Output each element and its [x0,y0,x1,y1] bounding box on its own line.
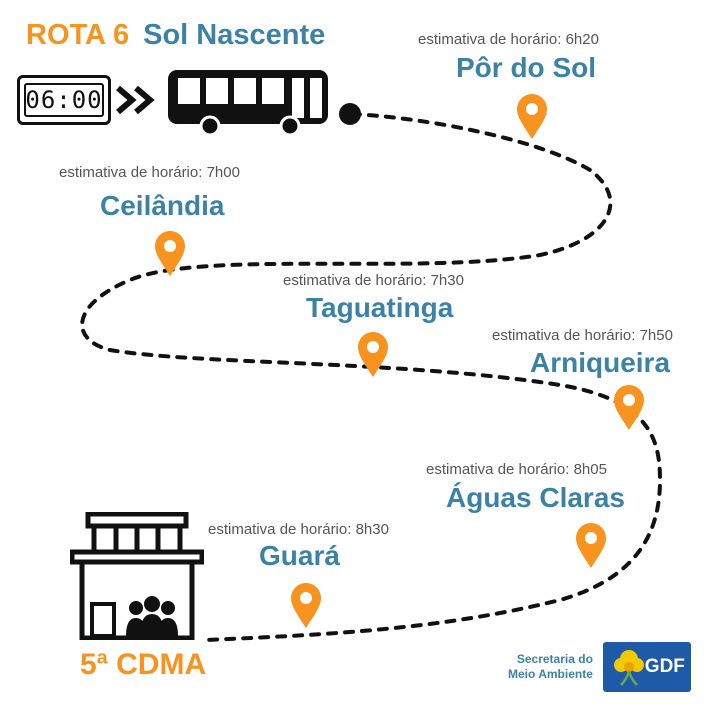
gdf-text: GDF [644,656,685,677]
double-chevron-right-icon [116,85,155,115]
stop-estimate: estimativa de horário: 8h05 [426,461,607,478]
building-icon [70,512,204,640]
location-pin-icon [614,385,644,430]
stop-name: Ceilândia [100,190,225,221]
gdf-logo: GDF [602,642,691,692]
stop-estimate: estimativa de horário: 7h30 [283,272,464,289]
location-pin-icon [155,231,185,276]
secretaria-logo-text: Secretaria do Meio Ambiente [508,652,593,682]
digital-clock-icon: 06:00 [17,75,111,125]
stop-estimate: estimativa de horário: 7h50 [492,327,673,344]
route-start-dot [339,103,361,125]
stop-name: Taguatinga [306,292,454,323]
location-pin-icon [576,523,606,568]
footer-logos: Secretaria do Meio Ambiente GDF [508,642,691,692]
people-icon [126,596,178,636]
stop-name: Guará [259,540,340,571]
clock-time: 06:00 [24,83,104,117]
stop-estimate: estimativa de horário: 7h00 [59,164,240,181]
destination-label: 5ª CDMA [80,648,207,681]
location-pin-icon [291,583,321,628]
stop-name: Pôr do Sol [456,52,596,83]
route-code: ROTA 6 [26,19,130,51]
stop-estimate: estimativa de horário: 6h20 [418,31,599,48]
route-origin: Sol Nascente [143,19,326,51]
bus-icon [168,70,328,136]
stop-estimate: estimativa de horário: 8h30 [208,521,389,538]
secretaria-line2: Meio Ambiente [508,667,593,681]
stop-name: Águas Claras [446,482,625,513]
flower-logo-icon [613,650,644,686]
dotted-route-line [80,112,663,642]
secretaria-line1: Secretaria do [516,652,593,666]
route-title: ROTA 6 Sol Nascente [26,19,325,52]
stop-name: Arniqueira [530,347,671,378]
location-pin-icon [358,332,388,377]
location-pin-icon [517,94,547,139]
